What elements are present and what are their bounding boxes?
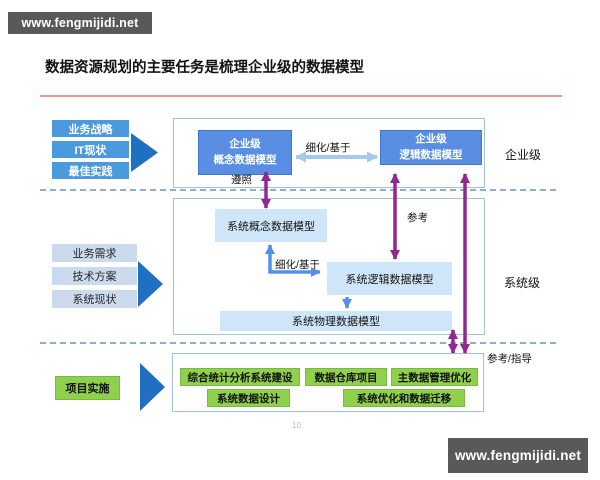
input-box-best-practice: 最佳实践	[52, 162, 129, 179]
project-box-optimization-migration: 系统优化和数据迁移	[343, 389, 465, 407]
input-box-business-requirement: 业务需求	[52, 244, 137, 262]
project-box-data-warehouse: 数据仓库项目	[305, 368, 387, 386]
level-label-enterprise: 企业级	[505, 148, 542, 162]
watermark-banner-bottom: www.fengmijidi.net	[448, 438, 588, 473]
title-underline	[40, 95, 562, 97]
project-box-master-data: 主数据管理优化	[391, 368, 478, 386]
project-box-system-data-design: 系统数据设计	[207, 389, 290, 407]
enterprise-conceptual-line1: 企业级	[229, 138, 261, 151]
page-title: 数据资源规划的主要任务是梳理企业级的数据模型	[45, 60, 364, 76]
input-triangle-arrow-3	[140, 363, 165, 411]
projects-section-box	[172, 353, 484, 412]
enterprise-conceptual-line2: 概念数据模型	[213, 153, 277, 166]
input-box-business-strategy: 业务战略	[52, 120, 129, 137]
enterprise-section-box	[173, 118, 485, 188]
input-box-technical-plan: 技术方案	[52, 267, 137, 285]
system-logical-model-box: 系统逻辑数据模型	[327, 262, 452, 295]
dashed-divider-2	[40, 342, 556, 344]
system-section-box	[173, 198, 485, 335]
refine-label-enterprise: 细化/基于	[305, 142, 351, 154]
enterprise-conceptual-model-box: 企业级 概念数据模型	[198, 130, 292, 175]
page-number: 10	[292, 421, 301, 430]
project-box-statistic-analysis: 综合统计分析系统建设	[180, 368, 300, 386]
watermark-banner-top: www.fengmijidi.net	[8, 12, 152, 34]
input-triangle-arrow-2	[138, 261, 163, 307]
level-label-reference-guidance: 参考/指导	[487, 353, 532, 365]
system-conceptual-model-box: 系统概念数据模型	[215, 209, 327, 242]
project-implementation-box: 项目实施	[55, 376, 120, 400]
system-physical-model-box: 系统物理数据模型	[220, 311, 452, 331]
input-box-it-status: IT现状	[52, 141, 129, 158]
input-triangle-arrow-1	[131, 133, 158, 172]
level-label-system: 系统级	[504, 276, 541, 290]
dashed-divider-1	[40, 189, 556, 191]
enterprise-logical-line1: 企业级	[415, 133, 447, 146]
input-box-system-status: 系统现状	[52, 290, 137, 308]
enterprise-logical-line2: 逻辑数据模型	[399, 148, 463, 161]
comply-label: 遵照	[231, 174, 252, 186]
refine-label-system: 细化/基于	[275, 259, 320, 271]
enterprise-logical-model-box: 企业级 逻辑数据模型	[380, 130, 482, 165]
reference-label: 参考	[407, 212, 428, 224]
